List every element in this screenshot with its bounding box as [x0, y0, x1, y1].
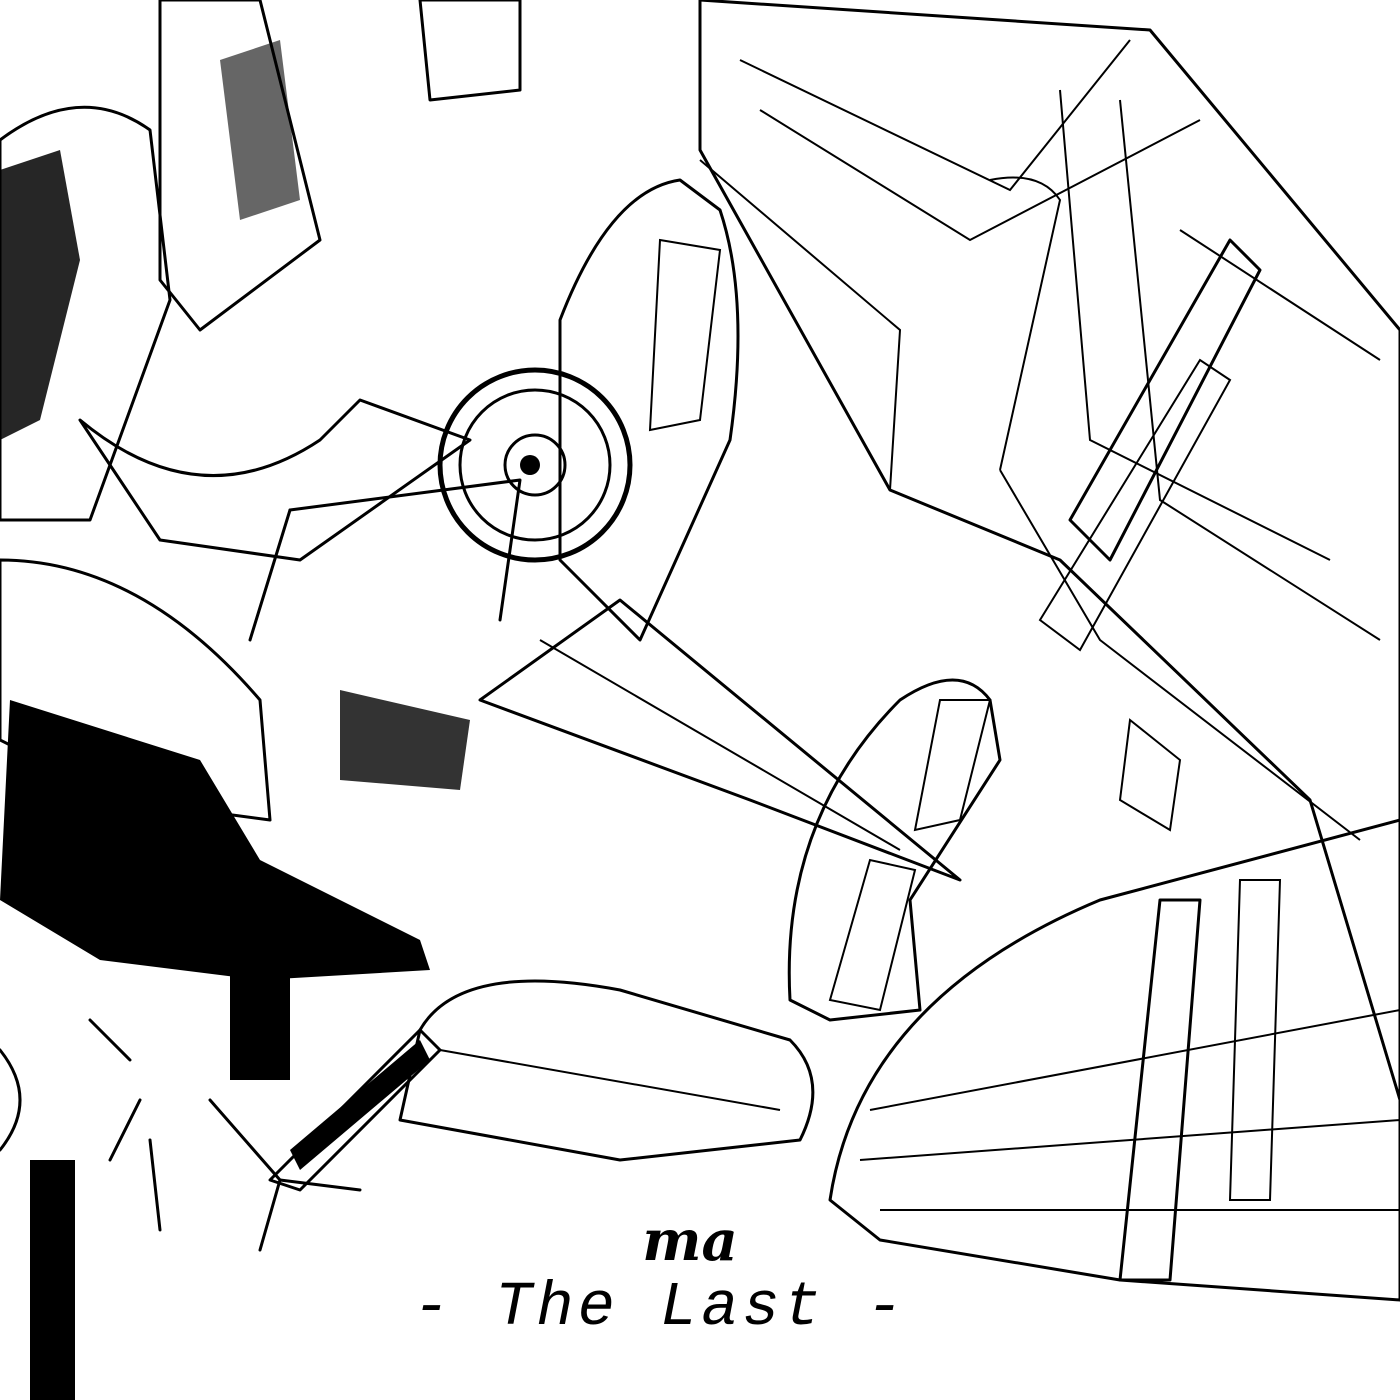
tail-fin: [787, 678, 1002, 1022]
fuselage-spike: [478, 598, 962, 882]
engine-cluster: [0, 0, 522, 1400]
album-title: - The Last -: [412, 1272, 908, 1343]
lower-wing: [828, 818, 1400, 1302]
small-wing: [398, 979, 815, 1162]
band-name: ma: [642, 1208, 738, 1274]
upper-fin: [558, 178, 740, 642]
main-wing: [698, 0, 1400, 1102]
small-aircraft: [88, 1018, 442, 1252]
landing-wheel: [248, 367, 633, 642]
